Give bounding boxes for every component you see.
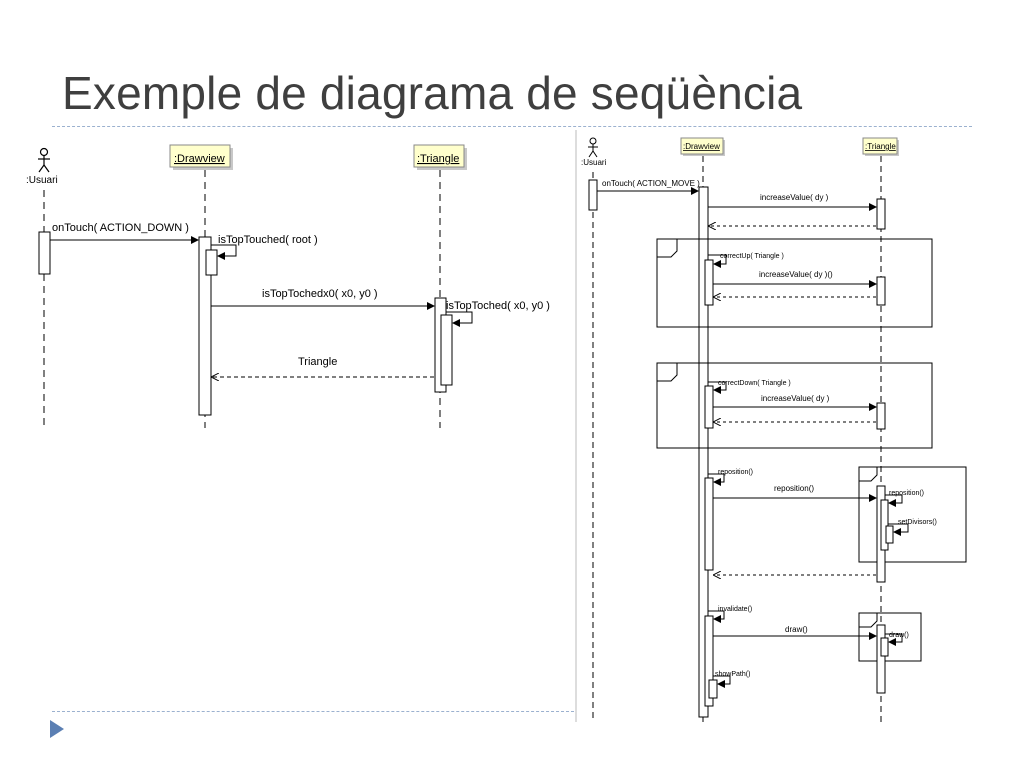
left-message-istoptouched-label: isTopTouched( root ): [218, 234, 318, 246]
right-correctdown-activation: [704, 385, 714, 429]
right-showpath-activation: [708, 679, 718, 699]
right-message-correctdown-label: correctDown( Triangle ): [718, 380, 791, 387]
left-drawview-nested-activation: [205, 249, 218, 276]
right-message-increase-2-label: increaseValue( dy )(): [759, 270, 833, 279]
left-actor-activation: [38, 231, 51, 275]
right-message-invalidate-label: invalidate(): [718, 606, 752, 613]
right-message-draw-inner-label: draw(): [889, 632, 909, 639]
right-draw-nested-activation: [880, 637, 889, 657]
right-sequence-diagram: :Usuari :Drawview :Triangle onTouch( ACT…: [581, 137, 967, 722]
right-message-setdivisors: [888, 523, 909, 536]
right-correctup-activation: [704, 259, 714, 306]
right-correctdown-frame: [656, 362, 933, 449]
left-drawview-box: [169, 144, 231, 168]
right-message-showpath-label: showPath(): [715, 671, 750, 678]
right-triangle-box: [862, 137, 898, 155]
right-reposition-activation: [704, 477, 714, 571]
right-message-invalidate: [708, 610, 725, 623]
bottom-divider: [52, 711, 574, 712]
left-triangle-box: [413, 144, 465, 168]
right-correctup-frame: [656, 238, 933, 328]
right-setdivisors-activation: [885, 525, 894, 544]
right-triangle-nested-activation-4: [880, 499, 889, 551]
left-message-istoptouched: [211, 244, 237, 260]
right-triangle-activation-5: [876, 624, 886, 694]
slide-title: Exemple de diagrama de seqüència: [62, 67, 803, 119]
right-invalidate-activation: [704, 615, 714, 707]
right-draw-frame-tab: [859, 613, 878, 628]
right-reposition-frame-tab: [859, 467, 878, 482]
left-triangle-nested-activation: [440, 314, 453, 386]
left-drawview-label: :Drawview: [174, 153, 225, 165]
right-triangle-activation-1: [876, 198, 886, 230]
right-message-showpath: [713, 675, 731, 688]
right-correctup-frame-tab: [657, 239, 678, 258]
left-message-istoptoched: [446, 311, 473, 327]
right-message-correctup-label: correctUp( Triangle ): [720, 253, 784, 260]
left-triangle-label: :Triangle: [417, 153, 459, 165]
right-correctdown-frame-tab: [657, 363, 678, 382]
left-message-istoptochedx0-label: isTopTochedx0( x0, y0 ): [262, 288, 378, 300]
right-message-reposition-inner: [885, 494, 903, 507]
right-reposition-frame: [858, 466, 967, 563]
right-triangle-activation-2: [876, 276, 886, 306]
right-message-correctdown: [708, 381, 727, 394]
right-actor-icon: [588, 137, 598, 158]
right-triangle-activation-3: [876, 402, 886, 430]
right-message-draw-label: draw(): [785, 625, 808, 634]
right-actor-activation: [588, 179, 598, 211]
title-divider: [52, 126, 972, 127]
right-drawview-label: :Drawview: [683, 142, 720, 151]
right-message-draw-inner: [885, 633, 903, 646]
left-message-return-triangle-label: Triangle: [298, 356, 337, 368]
bullet-arrow-icon: [50, 720, 64, 738]
right-actor-label: :Usuari: [581, 158, 607, 167]
right-message-increase-3-label: increaseValue( dy ): [761, 394, 830, 403]
right-drawview-activation: [698, 186, 709, 718]
left-sequence-diagram: :Usuari :Drawview :Triangle onTouch( ACT…: [26, 144, 550, 428]
right-drawview-box: [680, 137, 724, 155]
right-message-reposition-inner-label: reposition(): [889, 490, 924, 497]
right-message-increase-1-label: increaseValue( dy ): [760, 193, 829, 202]
right-message-reposition-label: reposition(): [774, 484, 814, 493]
left-message-ontouch-label: onTouch( ACTION_DOWN ): [52, 222, 189, 234]
left-message-istoptoched-label: isTopToched( x0, y0 ): [446, 300, 550, 312]
right-message-reposition-self: [708, 473, 725, 486]
right-draw-frame: [858, 612, 922, 662]
left-actor-label: :Usuari: [26, 175, 58, 186]
right-message-reposition-self-label: reposition(): [718, 469, 753, 476]
right-message-setdivisors-label: setDivisors(): [898, 519, 937, 526]
right-message-ontouch-label: onTouch( ACTION_MOVE ): [602, 179, 700, 188]
right-message-correctup: [708, 254, 727, 268]
left-drawview-activation: [198, 236, 212, 416]
right-triangle-label: :Triangle: [865, 142, 896, 151]
left-actor-icon: [38, 147, 50, 173]
